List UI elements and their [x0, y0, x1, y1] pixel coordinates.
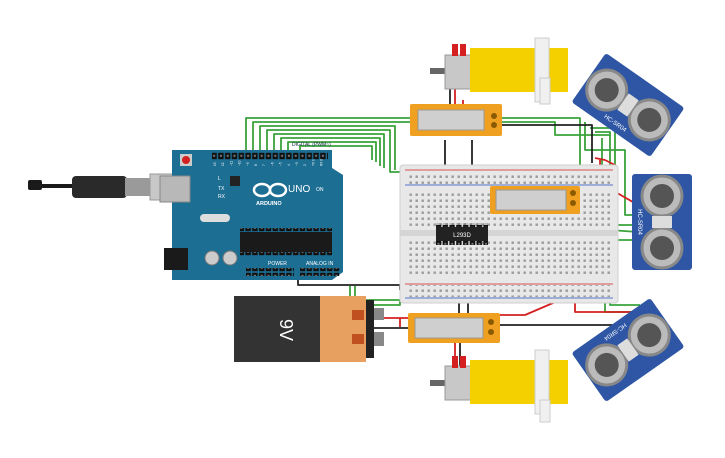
breadboard[interactable] — [399, 164, 619, 304]
digital-pin-label: ~3 — [295, 162, 299, 166]
battery-9v[interactable]: 9V — [234, 296, 384, 362]
usb-cable — [28, 173, 181, 201]
digital-pin-label: 12 — [221, 162, 225, 166]
digital-pin-label: ~6 — [270, 162, 274, 166]
dc-motor-top[interactable] — [430, 37, 568, 105]
ultrasonic-sensor-top[interactable]: HC-SR04 — [571, 53, 684, 157]
battery-label: 9V — [276, 319, 296, 341]
usb-port — [159, 175, 191, 203]
power-label: POWER — [268, 261, 287, 267]
battery-terminal-negative — [374, 332, 384, 346]
chip-label: L293D — [453, 233, 471, 239]
digital-pin-label: ~10 — [238, 160, 242, 166]
tx-label: TX — [218, 186, 225, 192]
rx-label: RX — [218, 194, 226, 200]
arduino-logo-text: ARDUINO — [256, 201, 282, 207]
analog-label: ANALOG IN — [306, 261, 334, 267]
arduino-model: UNO — [288, 184, 310, 195]
atmega-chip — [240, 232, 332, 252]
slide-board-top[interactable] — [410, 104, 502, 136]
on-label: ON — [316, 187, 324, 193]
slide-board-middle[interactable] — [490, 186, 580, 214]
ultrasonic-sensor-middle[interactable]: HC-SR04 — [632, 174, 692, 270]
digital-pin-labels: 13 12 ~11 ~10 ~9 8 7 ~6 ~5 4 ~3 2 TX 1 RX 0 — [213, 159, 324, 166]
l293d-chip[interactable]: L293D — [436, 223, 488, 245]
slide-board-bottom[interactable] — [408, 313, 500, 343]
digital-pin-label: ~9 — [246, 162, 250, 166]
digital-pin-label: RX 0 — [320, 159, 324, 166]
digital-pin-label: 8 — [254, 164, 258, 166]
analog-header — [300, 268, 340, 276]
sensor-middle-label: HC-SR04 — [636, 209, 642, 235]
arduino-logo-icon — [252, 182, 288, 198]
digital-pin-label: ~11 — [229, 161, 233, 166]
power-jack — [164, 248, 188, 270]
l-label: L — [218, 176, 221, 182]
ultrasonic-sensor-bottom[interactable]: HC-SR04 — [571, 298, 684, 402]
digital-pin-label: TX 1 — [311, 159, 315, 166]
digital-label: DIGITAL (PWM~) — [292, 142, 331, 148]
digital-pin-label: 4 — [287, 164, 291, 166]
digital-pin-label: 2 — [303, 164, 307, 166]
digital-header — [212, 152, 328, 160]
digital-pin-label: ~5 — [279, 162, 283, 166]
digital-pin-label: 7 — [262, 164, 266, 166]
digital-pin-label: 13 — [213, 162, 217, 166]
power-header — [246, 268, 294, 276]
arduino-uno[interactable]: UNO ARDUINO DIGITAL (PWM~) POWER ANALOG … — [159, 142, 343, 280]
battery-terminal-positive — [374, 308, 384, 320]
dc-motor-bottom[interactable] — [430, 349, 568, 423]
